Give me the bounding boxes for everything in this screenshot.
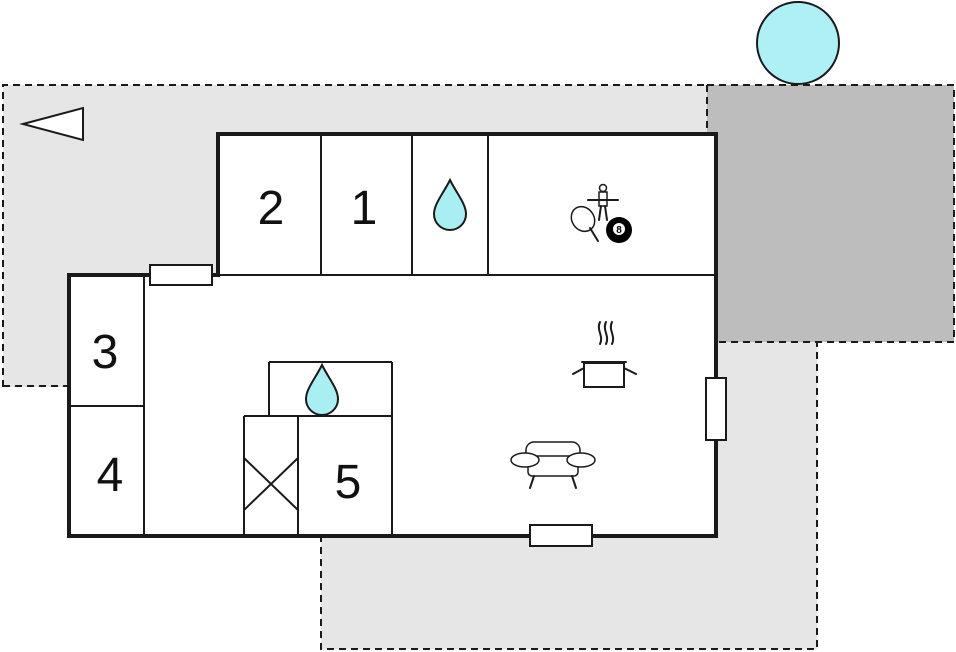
water-drop-icon (432, 177, 468, 231)
water-drop-icon (304, 362, 340, 416)
room-label-4: 4 (97, 449, 124, 502)
room-label-3: 3 (92, 326, 119, 379)
stairs-icon (243, 457, 299, 511)
door-right (705, 377, 727, 441)
billiard-ball-label: 8 (616, 225, 622, 236)
exterior-walls (67, 132, 718, 538)
room-label-2: 2 (258, 182, 285, 235)
door-top-left (149, 264, 213, 286)
room-label-5: 5 (335, 456, 362, 509)
sofa-icon (510, 441, 596, 489)
terrace-covered (706, 84, 955, 343)
room-label-1: 1 (351, 182, 378, 235)
north-arrow-icon (19, 106, 84, 142)
inner-walls (69, 134, 716, 536)
door-bottom (529, 524, 593, 547)
building-interior (69, 134, 716, 536)
games-room-icon: 8 (570, 183, 632, 243)
cooking-pot-icon (572, 321, 637, 388)
pool-icon (756, 1, 840, 85)
